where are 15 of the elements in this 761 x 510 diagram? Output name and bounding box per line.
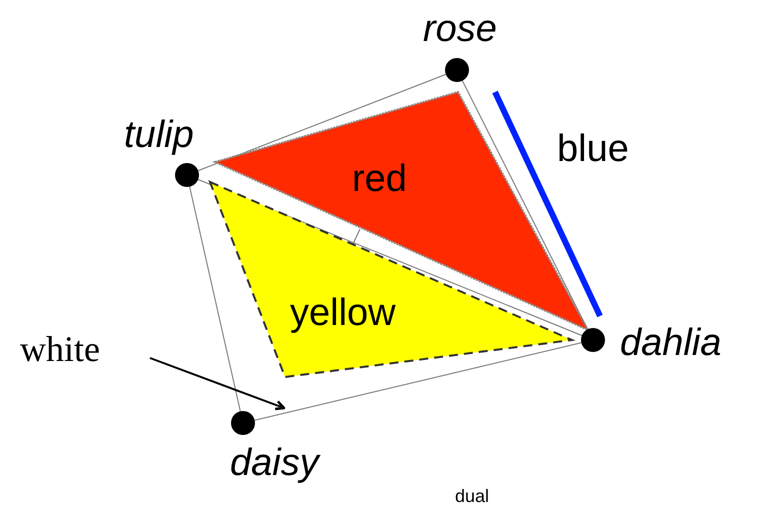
callout-text: white bbox=[20, 328, 100, 370]
edge-line bbox=[198, 74, 446, 172]
leader-arrow bbox=[150, 357, 286, 410]
face-label: red bbox=[352, 158, 407, 201]
line-label: blue bbox=[557, 128, 629, 171]
edge-line bbox=[352, 228, 360, 244]
vertex-label: daisy bbox=[230, 442, 319, 485]
face-label: yellow bbox=[290, 292, 396, 335]
edge-line bbox=[254, 342, 582, 421]
vertex-label: dahlia bbox=[620, 322, 722, 365]
edge-line bbox=[189, 186, 241, 412]
vertex-label: rose bbox=[423, 8, 497, 51]
vertex-label: tulip bbox=[124, 114, 194, 157]
caption-text: dual bbox=[455, 486, 490, 507]
edge-line bbox=[462, 80, 588, 330]
